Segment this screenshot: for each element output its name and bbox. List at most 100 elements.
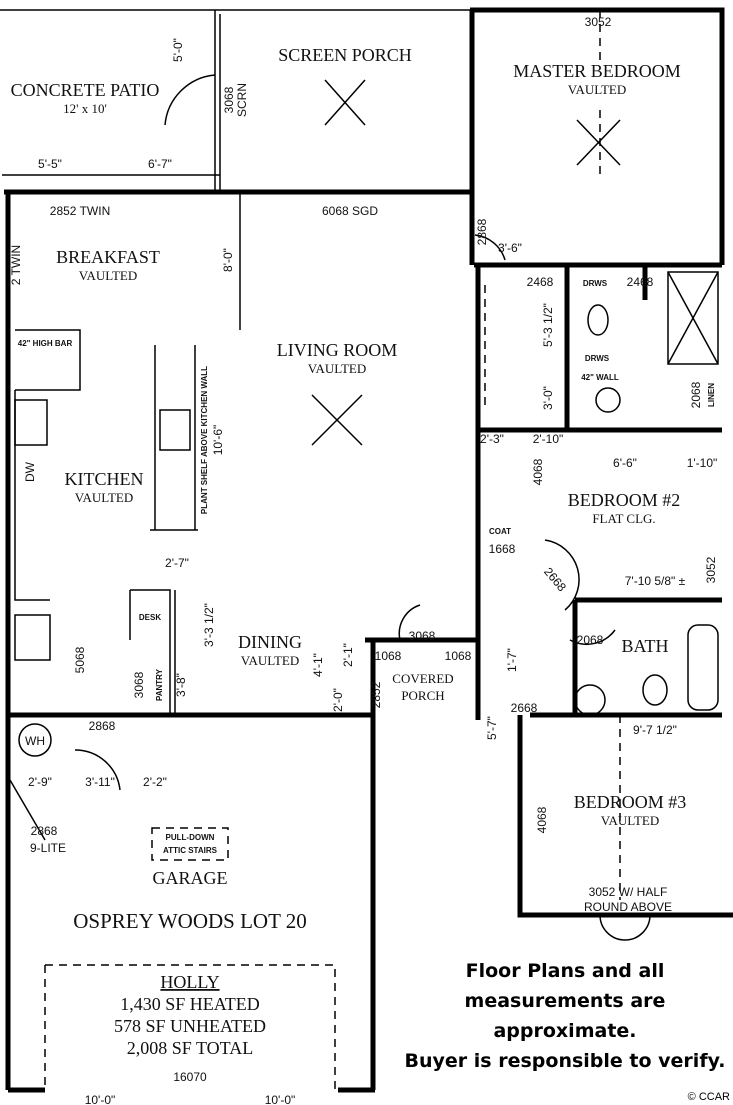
dimension-labels: 5'-0" 5'-5" 6'-7" 3068 SCRN 3052 2852 TW… <box>9 15 718 1105</box>
dimension-label: 10'-0" <box>265 1093 296 1105</box>
dimension-label: 2'-1" <box>341 643 355 667</box>
dimension-label: 3068 <box>409 629 436 643</box>
dimension-label: 1'-7" <box>505 648 519 672</box>
dimension-label: DW <box>23 461 37 482</box>
dimension-label: 2068 <box>689 381 703 408</box>
room-screen-porch: SCREEN PORCH <box>278 45 412 65</box>
dimension-label: 6'-7" <box>148 157 172 171</box>
dimension-label: 5'-3 1/2" <box>541 303 555 347</box>
dimension-label: 9'-7 1/2" <box>633 723 677 737</box>
disclaimer-line: measurements are <box>464 990 666 1012</box>
dimension-label: 6'-6" <box>613 456 637 470</box>
unheated-sf: 578 SF UNHEATED <box>114 1016 266 1036</box>
dimension-label: DESK <box>139 613 161 622</box>
lot-title: OSPREY WOODS LOT 20 <box>73 909 307 933</box>
dimension-label: COAT <box>489 527 511 536</box>
disclaimer-line: approximate. <box>493 1020 637 1042</box>
total-sf: 2,008 SF TOTAL <box>127 1038 253 1058</box>
dimension-label: 2852 TWIN <box>50 204 110 218</box>
master-ceiling: VAULTED <box>568 82 627 97</box>
dimension-label: 5068 <box>73 646 87 673</box>
dimension-label: 42" HIGH BAR <box>18 339 73 348</box>
dimension-label: 5'-0" <box>171 38 185 62</box>
dimension-label: ATTIC STAIRS <box>163 846 218 855</box>
dimension-label: 16070 <box>173 1070 207 1084</box>
dimension-label: 2 TWIN <box>9 245 23 285</box>
dimension-label: 3052 <box>585 15 612 29</box>
dimension-label: PANTRY <box>155 668 164 701</box>
dimension-label: 1'-10" <box>687 456 718 470</box>
dimension-label: 9-LITE <box>30 841 66 855</box>
walls <box>0 7 733 1093</box>
room-bedroom3: BEDROOM #3 <box>574 792 687 812</box>
dimension-label: 2668 <box>511 701 538 715</box>
room-breakfast: BREAKFAST <box>56 247 160 267</box>
ceiling-fan-icon <box>311 79 621 446</box>
dimension-label: PLANT SHELF ABOVE KITCHEN WALL <box>200 366 209 514</box>
dimension-label: 3'-11" <box>85 775 115 789</box>
living-ceiling: VAULTED <box>308 361 367 376</box>
dimension-label: PULL-DOWN <box>166 833 215 842</box>
dimension-label: 3052 <box>704 556 718 583</box>
dimension-label: 8'-0" <box>221 248 235 272</box>
disclaimer-line: Buyer is responsible to verify. <box>404 1050 726 1072</box>
water-heater-icon <box>18 723 52 757</box>
bedroom3-ceiling: VAULTED <box>601 813 660 828</box>
dimension-label: 3'-0" <box>541 386 555 410</box>
dimension-label: 3'-6" <box>498 241 522 255</box>
dimension-label: 2468 <box>627 275 654 289</box>
dimension-label: 4'-1" <box>311 653 325 677</box>
room-kitchen: KITCHEN <box>65 469 144 489</box>
heated-sf: 1,430 SF HEATED <box>120 994 260 1014</box>
dimension-label: 6068 SGD <box>322 204 378 218</box>
disclaimer-line: Floor Plans and all <box>465 960 665 982</box>
dimension-label: 4068 <box>535 806 549 833</box>
room-garage: GARAGE <box>153 868 228 888</box>
dimension-label: 2868 <box>31 824 58 838</box>
dining-ceiling: VAULTED <box>241 653 300 668</box>
dimension-label: SCRN <box>235 83 249 117</box>
disclaimer: Floor Plans and all measurements are app… <box>395 956 733 1076</box>
dimension-label: 2'-9" <box>28 775 52 789</box>
copyright: © CCAR <box>687 1091 730 1103</box>
dimension-label: 1068 <box>445 649 472 663</box>
dimension-label: 2'-10" <box>533 432 564 446</box>
dimension-label: 1068 <box>375 649 402 663</box>
dimension-label: 2668 <box>541 565 569 595</box>
covered-porch-label2: PORCH <box>401 688 444 703</box>
dimension-label: 2868 <box>475 218 489 245</box>
fixtures <box>14 271 719 757</box>
kitchen-ceiling: VAULTED <box>75 490 134 505</box>
dimension-label: 1668 <box>489 542 516 556</box>
dimension-label: 3068 <box>132 671 146 698</box>
dimension-label: DRWS <box>585 354 610 363</box>
dimension-label: 10'-6" <box>211 425 225 456</box>
room-bath: BATH <box>621 636 668 656</box>
dimension-label: 3068 <box>222 86 236 113</box>
dimension-label: 10'-0" <box>85 1093 116 1105</box>
breakfast-ceiling: VAULTED <box>79 268 138 283</box>
dimension-label: 2852 <box>369 681 383 708</box>
dimension-label: 2'-7" <box>165 556 189 570</box>
dimension-label: 2868 <box>89 719 116 733</box>
dimension-label: 7'-10 5/8" ± <box>625 574 686 588</box>
dimension-label: 2'-0" <box>331 688 345 712</box>
room-bedroom2: BEDROOM #2 <box>568 490 681 510</box>
dimension-label: 2'-3" <box>480 432 504 446</box>
dimension-label: WH <box>25 734 45 748</box>
dimension-label: 3052 W/ HALF <box>589 885 668 899</box>
patio-size: 12' x 10' <box>63 101 107 116</box>
dimension-label: 3'-8" <box>174 673 188 697</box>
dimension-label: 2'-2" <box>143 775 167 789</box>
dimension-label: 5'-7" <box>485 716 499 740</box>
dimension-label: 2468 <box>527 275 554 289</box>
dimension-label: 42" WALL <box>581 373 619 382</box>
room-dining: DINING <box>238 632 302 652</box>
bedroom2-ceiling: FLAT CLG. <box>592 511 655 526</box>
room-master: MASTER BEDROOM <box>513 61 681 81</box>
dimension-label: 2068 <box>577 633 604 647</box>
dimension-label: 3'-3 1/2" <box>202 603 216 647</box>
dimension-label: DRWS <box>583 279 608 288</box>
dimension-label: 4068 <box>531 458 545 485</box>
